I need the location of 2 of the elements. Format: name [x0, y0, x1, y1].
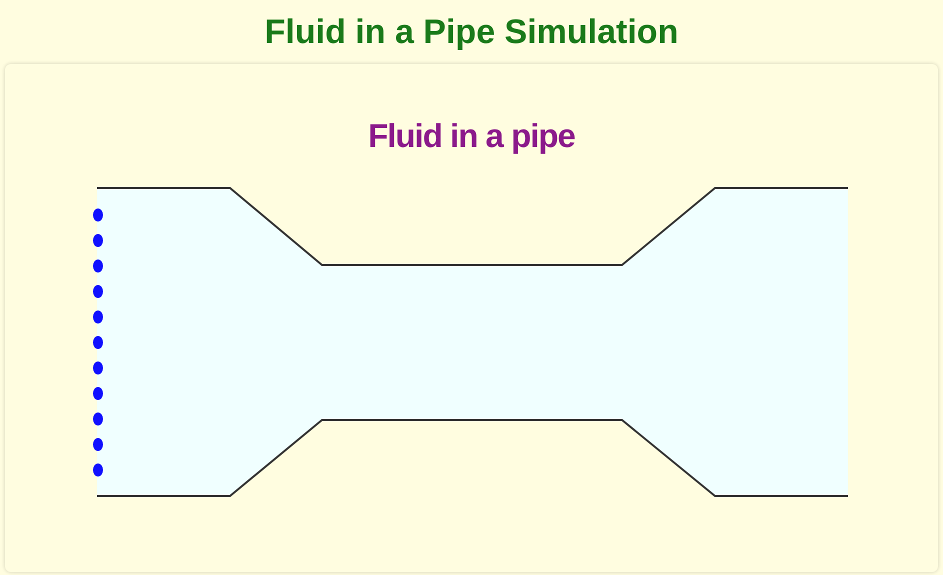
- chart-title: Fluid in a pipe: [368, 117, 575, 154]
- page-title: Fluid in a Pipe Simulation: [264, 12, 680, 53]
